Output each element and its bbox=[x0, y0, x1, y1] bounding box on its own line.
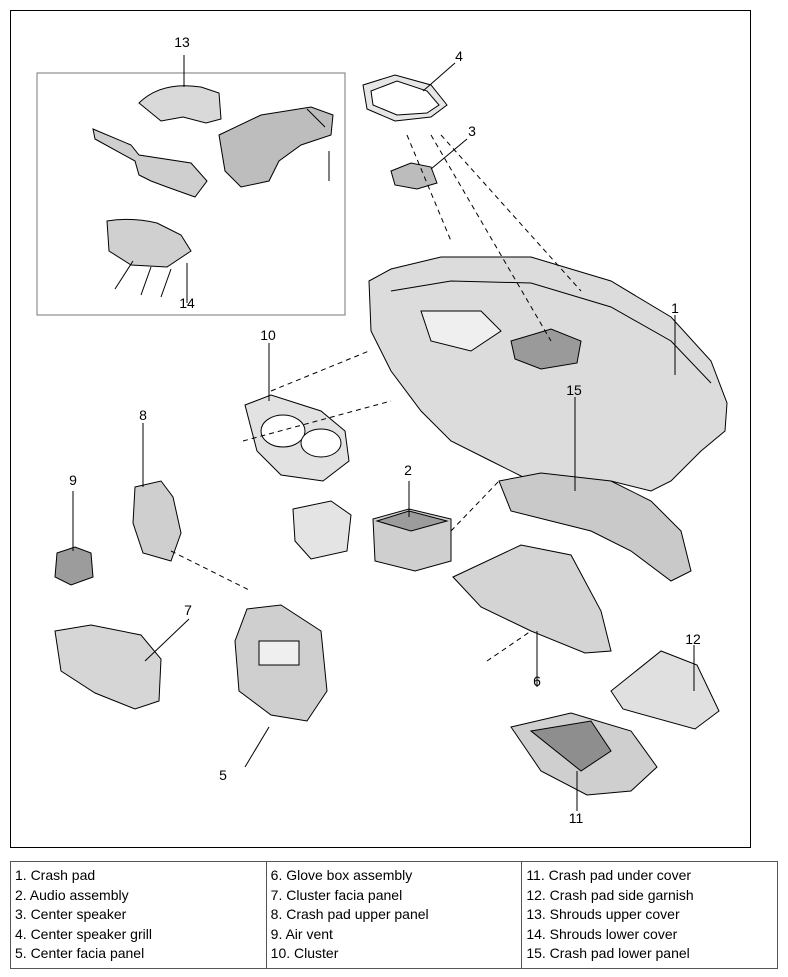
legend-item: 2. Audio assembly bbox=[15, 886, 129, 903]
callout-6: 6 bbox=[533, 673, 541, 689]
crash-pad-lower-panel bbox=[498, 472, 692, 582]
legend-item: 8. Crash pad upper panel bbox=[270, 906, 429, 922]
legend-item: 14. Shrouds lower cover bbox=[526, 925, 678, 942]
center-speaker bbox=[390, 162, 438, 190]
callout-14: 14 bbox=[179, 295, 195, 311]
legend-column-2: 6. Glove box assembly 7. Cluster facia p… bbox=[265, 861, 523, 969]
callout-3: 3 bbox=[468, 123, 476, 139]
legend-item: 5. Center facia panel bbox=[15, 945, 145, 961]
legend-item: 4. Center speaker grill bbox=[15, 925, 152, 942]
callout-2: 2 bbox=[404, 462, 412, 478]
callout-15: 15 bbox=[566, 382, 582, 398]
callout-12: 12 bbox=[685, 631, 701, 647]
multifunction-switch bbox=[92, 128, 208, 198]
parts-legend: 1. Crash pad 2. Audio assembly 3. Center… bbox=[10, 861, 778, 969]
legend-column-3: 11. Crash pad under cover 12. Crash pad … bbox=[521, 861, 778, 969]
callout-7: 7 bbox=[184, 602, 192, 618]
legend-item: 3. Center speaker bbox=[15, 906, 127, 922]
steering-column bbox=[218, 106, 334, 188]
crash-pad-side-garnish bbox=[610, 650, 720, 730]
callout-5: 5 bbox=[219, 767, 227, 783]
audio-bracket bbox=[292, 500, 352, 560]
legend-item: 10. Cluster bbox=[270, 945, 339, 961]
callout-8: 8 bbox=[139, 407, 147, 423]
exploded-diagram: 13 4 3 1 10 15 8 2 9 7 12 6 5 11 14 bbox=[10, 10, 751, 848]
legend-item: 6. Glove box assembly bbox=[270, 867, 413, 883]
crash-pad bbox=[368, 256, 728, 492]
shrouds-lower-cover bbox=[106, 218, 192, 268]
callout-10: 10 bbox=[260, 327, 276, 343]
cluster-facia-panel bbox=[54, 624, 162, 710]
crash-pad-upper-panel bbox=[132, 480, 182, 562]
shrouds-upper-cover bbox=[138, 85, 222, 124]
legend-item: 12. Crash pad side garnish bbox=[526, 886, 694, 903]
air-vent bbox=[54, 546, 94, 586]
legend-item: 11. Crash pad under cover bbox=[526, 867, 692, 883]
callout-13: 13 bbox=[174, 34, 190, 50]
steering-column-inset bbox=[36, 72, 346, 316]
legend-item: 1. Crash pad bbox=[15, 867, 96, 883]
legend-column-1: 1. Crash pad 2. Audio assembly 3. Center… bbox=[10, 861, 267, 969]
callout-11: 11 bbox=[568, 810, 584, 826]
legend-item: 13. Shrouds upper cover bbox=[526, 906, 680, 922]
legend-item: 9. Air vent bbox=[270, 925, 333, 942]
callout-9: 9 bbox=[69, 472, 77, 488]
legend-item: 15. Crash pad lower panel bbox=[526, 945, 690, 961]
glove-box-assembly bbox=[452, 544, 612, 654]
callout-1: 1 bbox=[671, 300, 679, 316]
legend-item: 7. Cluster facia panel bbox=[270, 886, 403, 903]
callout-4: 4 bbox=[455, 48, 463, 64]
